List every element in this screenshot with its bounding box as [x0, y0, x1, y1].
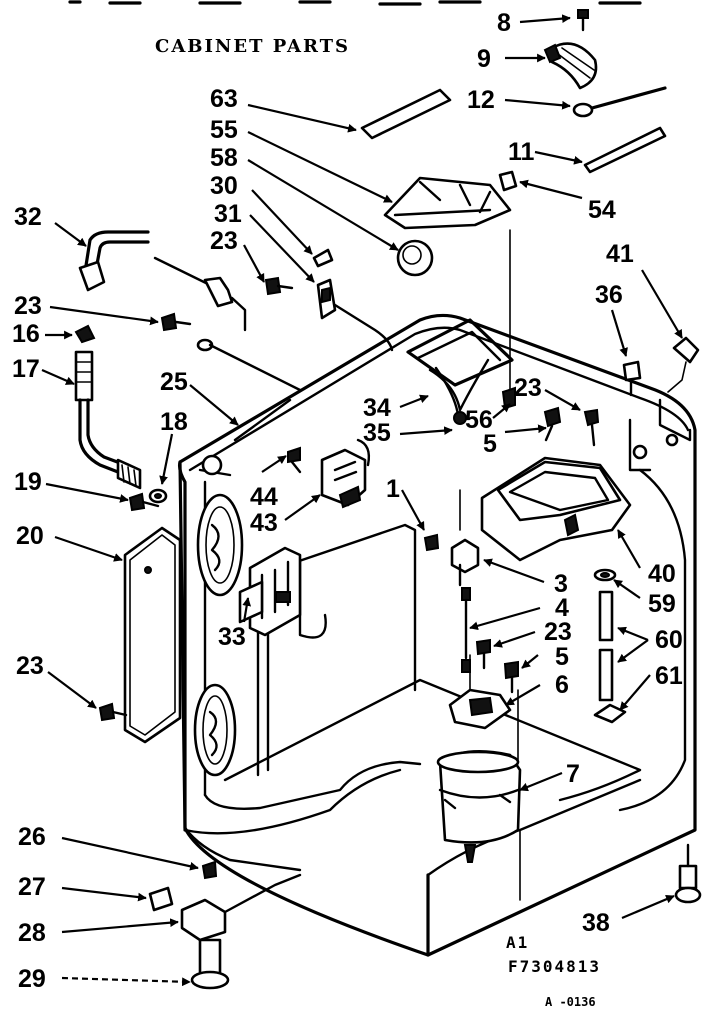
callout-3: 3	[554, 570, 568, 598]
cabinet-body	[177, 313, 697, 957]
callout-59: 59	[648, 590, 676, 618]
leveling-parts-59-61	[593, 568, 627, 724]
bracket-part-55	[383, 176, 512, 230]
screws-center-lower	[475, 638, 519, 694]
callout-36: 36	[595, 281, 623, 309]
callout-26: 26	[18, 823, 46, 851]
hanger-part-34	[406, 229, 516, 425]
screw-part-23-left	[160, 312, 192, 332]
drawing-number: F7304813	[508, 957, 601, 976]
callout-40: 40	[648, 560, 676, 588]
callout-12: 12	[467, 86, 495, 114]
callout-34: 34	[363, 394, 391, 422]
callout-17: 17	[12, 355, 40, 383]
callout-4: 4	[555, 594, 569, 622]
callout-55: 55	[210, 116, 238, 144]
back-panel-part-20	[123, 526, 182, 744]
screw-part-1	[423, 533, 440, 552]
clip-part-41	[667, 336, 700, 393]
wire-part-12	[572, 86, 667, 118]
callout-58: 58	[210, 144, 238, 172]
callout-18: 18	[160, 408, 188, 436]
foot-part-38	[674, 843, 702, 904]
callout-30: 30	[210, 172, 238, 200]
callout-23-mid: 23	[514, 374, 542, 402]
callout-23-lower: 23	[16, 652, 44, 680]
callout-6: 6	[555, 671, 569, 699]
callout-23-center: 23	[544, 618, 572, 646]
callout-35: 35	[363, 419, 391, 447]
bracket-part-6	[448, 688, 512, 730]
screw-part-8	[577, 9, 589, 32]
callout-29: 29	[18, 965, 46, 993]
callout-27: 27	[18, 873, 46, 901]
callout-61: 61	[655, 662, 683, 690]
hose-part-32	[78, 230, 302, 392]
callout-19: 19	[14, 468, 42, 496]
callout-23-left: 23	[14, 292, 42, 320]
nut-part-36	[622, 360, 642, 397]
screw-part-19	[128, 492, 160, 512]
screw-part-44	[287, 446, 302, 474]
callout-11: 11	[508, 138, 535, 166]
callout-5-lower: 5	[555, 643, 569, 671]
callout-32: 32	[14, 203, 42, 231]
callout-44: 44	[250, 483, 278, 511]
side-oval-openings	[193, 493, 244, 777]
sheet-code: A -0136	[545, 995, 596, 1009]
rod-part-11	[583, 126, 667, 174]
callout-5-upper: 5	[483, 430, 497, 458]
timer-assembly-part-33	[238, 546, 302, 637]
screws-right-upper	[543, 406, 600, 447]
pin-part-27	[148, 886, 174, 912]
leg-part-29	[190, 938, 230, 990]
callout-31: 31	[214, 200, 242, 228]
revision-label: A1	[506, 933, 529, 952]
cap-part-16	[74, 324, 96, 344]
callout-9: 9	[477, 45, 491, 73]
nut-part-54	[498, 170, 518, 192]
shaft-part-4	[461, 587, 471, 673]
callout-33: 33	[218, 623, 246, 651]
screw-part-23-lower	[98, 702, 128, 722]
callout-56: 56	[465, 406, 493, 434]
callout-25: 25	[160, 368, 188, 396]
tub-cover-part-40	[480, 456, 632, 562]
callout-1: 1	[386, 475, 400, 503]
bracket-part-28	[180, 873, 302, 942]
callout-8: 8	[497, 9, 511, 37]
weight-part-58	[396, 239, 434, 277]
callout-38: 38	[582, 909, 610, 937]
callout-28: 28	[18, 919, 46, 947]
callout-60: 60	[655, 626, 683, 654]
pump-housing-part-7	[436, 750, 522, 863]
callout-41: 41	[606, 240, 634, 268]
callout-23-top: 23	[210, 227, 238, 255]
clip-part-26	[201, 860, 218, 880]
callout-labels: 8 9 12 11 54 63 55 58 30 31 23 32 23 16 …	[12, 9, 683, 993]
callout-43: 43	[250, 509, 278, 537]
hose-part-17	[74, 350, 142, 490]
clamp-part-9	[543, 42, 598, 90]
callout-7: 7	[566, 760, 580, 788]
diagram-title: CABINET PARTS	[155, 36, 350, 57]
strap-part-63	[360, 88, 452, 140]
top-edge-fragments	[68, 0, 642, 6]
relay-part-43	[320, 438, 371, 509]
callout-20: 20	[16, 522, 44, 550]
pump-part-3	[450, 538, 480, 587]
callout-54: 54	[588, 196, 616, 224]
screw-part-23-top	[264, 276, 294, 296]
switch-part-30	[312, 248, 334, 268]
leader-lines	[41, 14, 683, 987]
washer-part-18	[148, 488, 168, 504]
switch-part-31	[316, 278, 394, 352]
callout-63: 63	[210, 85, 238, 113]
callout-16: 16	[12, 320, 40, 348]
